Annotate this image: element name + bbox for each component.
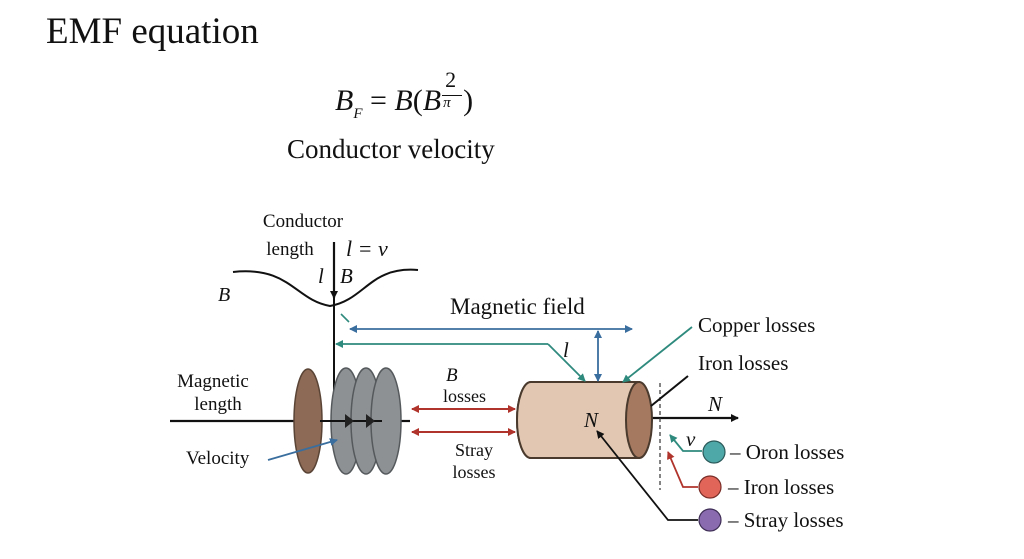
legend-label-stray: – Stray losses: [727, 508, 844, 532]
stray-losses-connector: [596, 430, 698, 521]
eq-inner-symbol: B: [422, 84, 442, 117]
l-arrow-diagonal: [547, 343, 586, 382]
disk-marker-1: [345, 414, 354, 428]
label-copper-losses: Copper losses: [698, 313, 815, 337]
legend-dot-oron: [702, 440, 726, 464]
legend-label-oron: – Oron losses: [729, 440, 844, 464]
brown-disk: [293, 368, 323, 474]
eq-paren-close: ): [463, 84, 474, 117]
oron-losses-connector: [669, 434, 702, 452]
label-velocity: Velocity: [186, 448, 250, 469]
label-stray-losses: losses: [452, 462, 495, 482]
cylinder-body: [516, 381, 640, 459]
eq-denominator: π: [443, 95, 451, 111]
label-l-mid: l: [563, 338, 569, 362]
label-l-axis: l: [318, 264, 324, 288]
label-B-axis: B: [340, 264, 353, 288]
label-B-losses-symbol: B: [446, 365, 458, 386]
iron-losses-pointer: [650, 375, 689, 407]
eq-rhs-symbol: B: [394, 84, 413, 117]
eq-paren-open: (: [412, 84, 423, 117]
label-l-eq-v: l = v: [346, 236, 388, 261]
legend-dot-iron: [698, 475, 722, 499]
eq-numerator: 2: [445, 67, 457, 92]
label-magnetic: Magnetic: [177, 371, 249, 392]
label-v-axis: v: [686, 427, 696, 451]
legend-label-iron: – Iron losses: [727, 475, 834, 499]
eq-equals: =: [370, 84, 387, 117]
label-conductor: Conductor: [263, 211, 344, 232]
label-stray: Stray: [455, 440, 493, 460]
label-B-losses: losses: [443, 386, 486, 406]
label-N-cylinder: N: [583, 408, 599, 432]
subtitle: Conductor velocity: [287, 134, 495, 164]
disk-marker-2: [366, 414, 375, 428]
field-curve: [232, 268, 419, 308]
iron-losses-connector: [667, 451, 698, 488]
eq-lhs-subscript: F: [353, 106, 363, 122]
copper-losses-arrow: [622, 326, 693, 383]
eq-lhs-symbol: B: [335, 84, 354, 117]
page-title: EMF equation: [46, 11, 259, 52]
label-conductor-length: length: [266, 239, 314, 260]
legend-dot-stray: [698, 508, 722, 532]
cylinder-right-end: [625, 381, 653, 459]
label-magnetic-field: Magnetic field: [450, 294, 585, 319]
label-iron-losses-top: Iron losses: [698, 351, 788, 375]
velocity-arrow: [267, 438, 338, 461]
small-teal-dash: [340, 313, 350, 323]
label-B-left: B: [218, 284, 230, 306]
label-magnetic-length: length: [194, 394, 242, 415]
label-N-axis: N: [707, 392, 723, 416]
